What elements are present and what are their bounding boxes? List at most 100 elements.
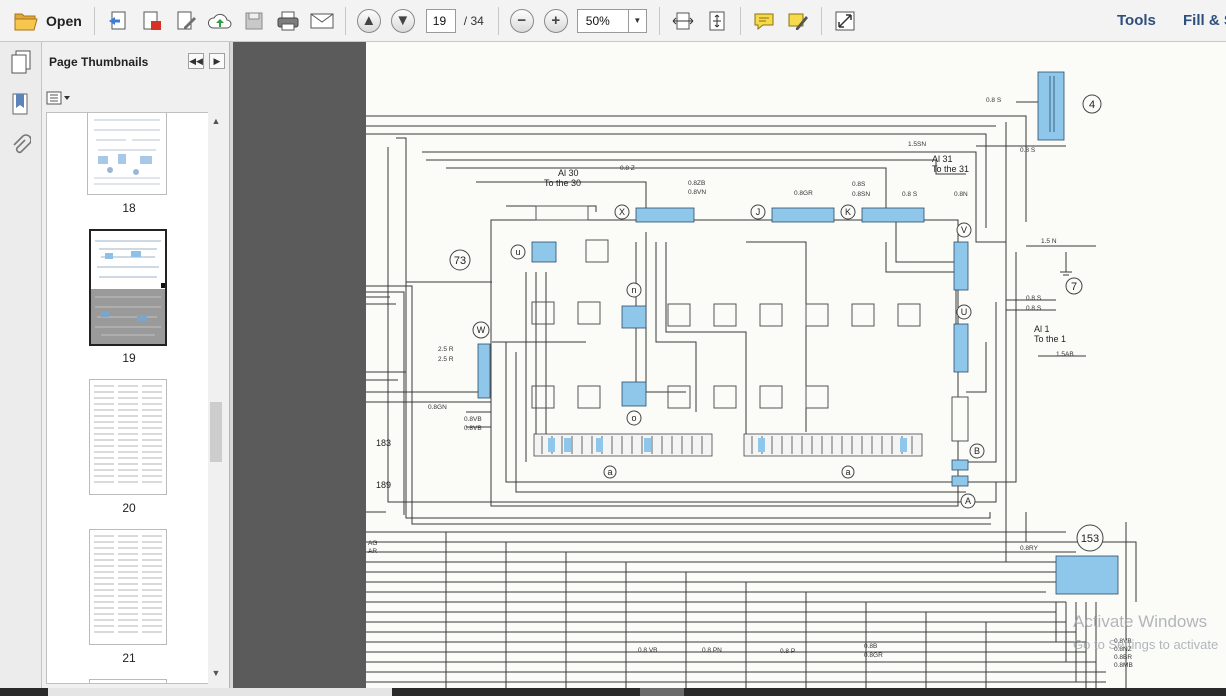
zoom-value: 50%	[585, 13, 610, 28]
print-icon	[277, 11, 299, 30]
toolbar-separator	[658, 6, 660, 35]
label-o: o	[631, 413, 636, 423]
wiring-diagram: 4 73 7 153 X J K V U W u n o a a B A	[366, 71, 1137, 688]
toolbar-separator	[497, 6, 499, 35]
page-preview	[94, 385, 162, 483]
wire-label: 0.8S	[852, 181, 866, 188]
label-189: 189	[376, 480, 391, 490]
bookmark-icon	[12, 93, 28, 115]
thumbnail-page-18[interactable]	[87, 113, 167, 195]
comment-button[interactable]	[749, 6, 779, 36]
wire-label: 0.8N	[954, 191, 968, 198]
email-button[interactable]	[307, 6, 337, 36]
toolbar-separator	[344, 6, 346, 35]
wire-label: 0.8VN	[688, 189, 706, 196]
to-the-1-label: To the 1	[1034, 334, 1066, 344]
wire-label: 0.8BR	[1114, 654, 1132, 661]
scrollbar-thumb[interactable]	[210, 402, 222, 462]
label-j: J	[756, 207, 761, 217]
panel-splitter[interactable]	[230, 42, 233, 688]
thumbnail-options-button[interactable]	[46, 90, 72, 106]
export-pdf-button[interactable]	[137, 6, 167, 36]
email-icon	[310, 13, 334, 28]
previous-page-button[interactable]: ▲	[354, 6, 384, 36]
wire-label: 0.8GN	[428, 404, 447, 411]
wire-label: 0.8 S	[902, 191, 918, 198]
label-w: W	[477, 325, 486, 335]
wire-label: 1.5SN	[908, 141, 926, 148]
ai-1-label: Al 1	[1034, 324, 1050, 334]
export-pdf-icon	[143, 11, 161, 30]
upload-icon	[207, 13, 232, 28]
wire-label: 0.8 P	[780, 648, 795, 655]
thumbnail-page-21[interactable]	[89, 529, 167, 645]
label-a-1: a	[607, 467, 612, 477]
upload-button[interactable]	[205, 6, 235, 36]
scroll-up-icon[interactable]: ▲	[211, 116, 221, 126]
pages-panel-button[interactable]	[9, 50, 33, 74]
zoom-in-icon: +	[543, 8, 568, 33]
bookmarks-panel-button[interactable]	[9, 92, 33, 116]
thumbnail-scrollbar[interactable]: ▲ ▼	[208, 112, 224, 684]
zoom-select[interactable]: 50% ▼	[576, 8, 647, 33]
fit-page-button[interactable]	[702, 6, 732, 36]
taskbar-segment	[640, 688, 684, 696]
thumbnail-page-20[interactable]	[89, 379, 167, 495]
panel-title: Page Thumbnails	[49, 55, 149, 69]
zoom-out-icon: −	[509, 8, 534, 33]
save-button[interactable]	[239, 6, 269, 36]
panel-header: Page Thumbnails	[42, 42, 229, 82]
document-view[interactable]: 4 73 7 153 X J K V U W u n o a a B A	[233, 42, 1226, 688]
chevron-right-icon: ▶	[213, 55, 221, 66]
label-7: 7	[1071, 281, 1077, 293]
open-button[interactable]: Open	[8, 5, 88, 37]
document-page: 4 73 7 153 X J K V U W u n o a a B A	[366, 42, 1226, 688]
fullscreen-button[interactable]	[830, 6, 860, 36]
zoom-out-button[interactable]: −	[507, 6, 537, 36]
thumbnail-page-22[interactable]	[89, 679, 167, 683]
tools-button[interactable]: Tools	[1117, 12, 1156, 29]
fit-page-icon	[709, 11, 725, 30]
fit-width-button[interactable]	[668, 6, 698, 36]
thumbnail-label: 19	[122, 351, 136, 365]
wire-label: 0.8 S	[1020, 147, 1036, 154]
activate-windows-subtext: Go to Settings to activate	[1073, 637, 1219, 652]
label-183: 183	[376, 438, 391, 448]
chevron-down-icon[interactable]: ▼	[627, 9, 646, 32]
attachments-panel-button[interactable]	[9, 134, 33, 158]
thumbnail-page-19[interactable]	[89, 229, 167, 346]
edit-pdf-button[interactable]	[171, 6, 201, 36]
list-options-icon	[46, 91, 70, 105]
collapse-panel-button[interactable]: ◀◀	[188, 53, 204, 69]
open-label: Open	[46, 12, 82, 29]
wire-label: 0.8VB	[464, 425, 482, 432]
wire-label: 0.8MB	[1114, 662, 1133, 669]
wire-label: 0.8ZB	[688, 180, 705, 187]
create-pdf-button[interactable]	[103, 6, 133, 36]
print-button[interactable]	[273, 6, 303, 36]
scroll-down-icon[interactable]: ▼	[211, 668, 221, 678]
wire-label: 0.8 S	[1026, 295, 1042, 302]
wire-label: 0.8 Z	[620, 165, 635, 172]
page-number-input[interactable]: 19	[425, 8, 456, 33]
wire-label: 0.8 PN	[702, 647, 722, 654]
wire-label: 1.5AB	[1056, 351, 1074, 358]
save-icon	[245, 12, 263, 29]
label-u: u	[515, 247, 520, 257]
wire-label: 0.8 VB	[638, 647, 658, 654]
label-a-upper: A	[965, 496, 971, 506]
wire-label: 2.5 R	[438, 346, 454, 353]
thumbnail-list[interactable]: 18 19	[46, 112, 210, 684]
page-thumbnails-panel: Page Thumbnails ◀◀ ▶ 18	[42, 42, 230, 688]
wire-label: 2.5 R	[438, 356, 454, 363]
page-preview	[91, 231, 165, 344]
fill-sign-button[interactable]: Fill & S	[1183, 12, 1226, 29]
zoom-in-button[interactable]: +	[541, 6, 571, 36]
ai-30-label: Al 30	[558, 168, 579, 178]
wire-label: 0.8SN	[852, 191, 870, 198]
next-page-button[interactable]: ▼	[388, 6, 418, 36]
taskbar-strip	[0, 688, 1226, 696]
panel-menu-button[interactable]: ▶	[209, 53, 225, 69]
sign-button[interactable]	[783, 6, 813, 36]
create-pdf-icon	[108, 11, 126, 29]
